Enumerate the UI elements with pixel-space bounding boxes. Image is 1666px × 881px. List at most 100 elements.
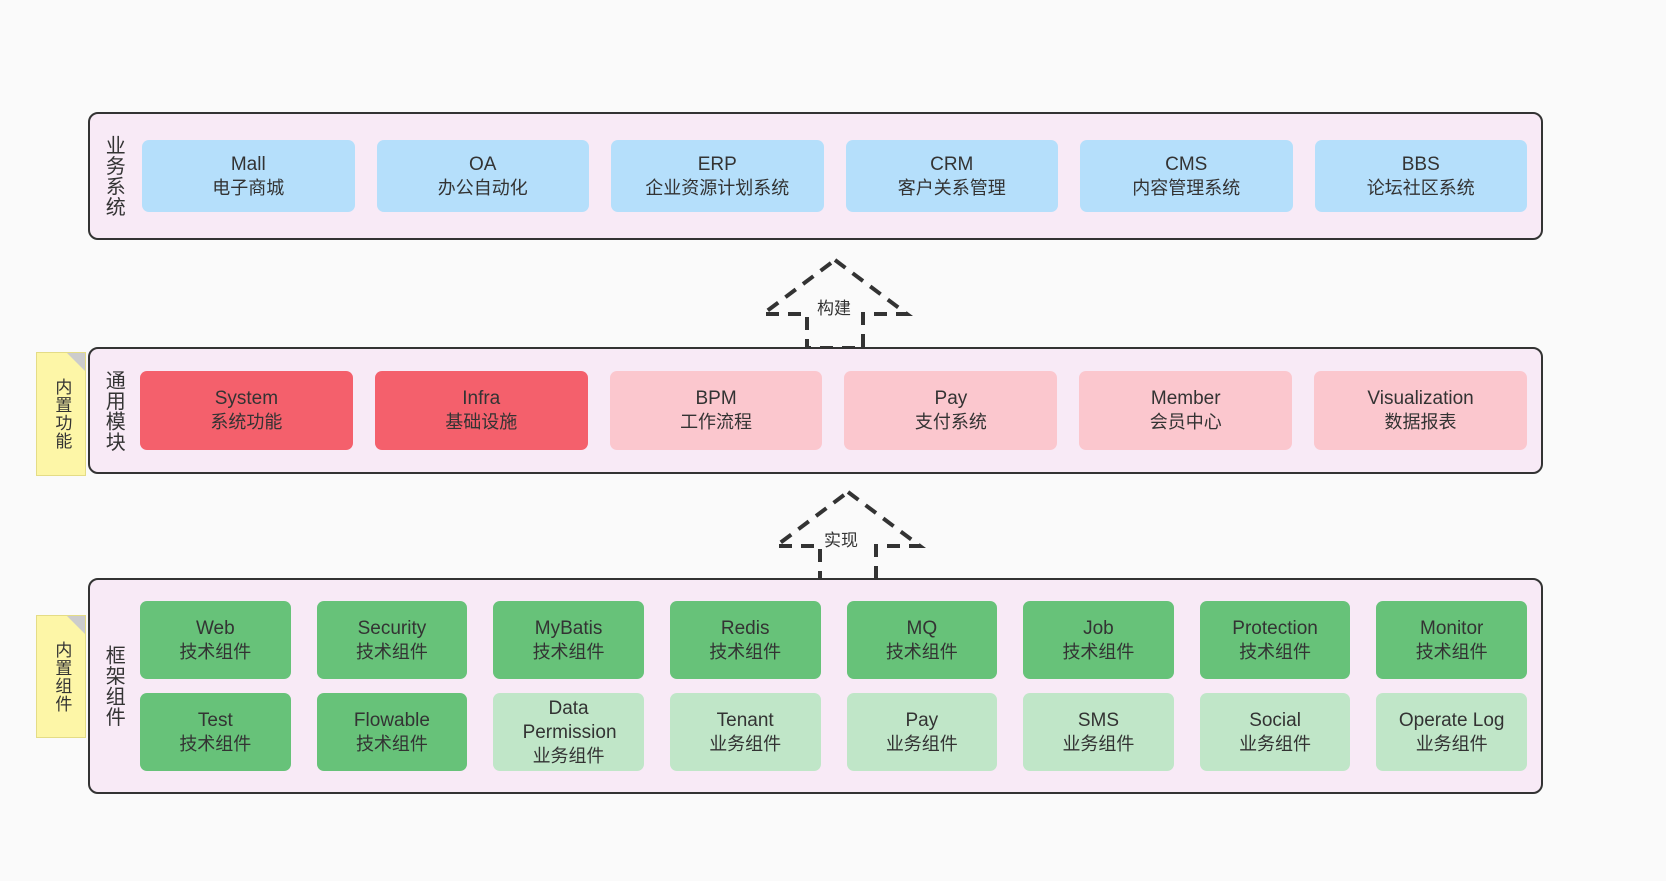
card-member[interactable]: Member 会员中心 [1079, 371, 1293, 450]
card-visualization-name: Visualization [1367, 388, 1474, 410]
layer-modules-body: System 系统功能 Infra 基础设施 BPM 工作流程 Pay 支付系统… [136, 349, 1541, 472]
card-job-name: Job [1083, 617, 1114, 639]
card-web-desc: 技术组件 [179, 641, 252, 662]
connector-implement-arrow: 实现 [768, 489, 928, 582]
card-mq[interactable]: MQ 技术组件 [846, 601, 998, 679]
card-pay-component-name: Pay [905, 709, 939, 731]
card-bbs[interactable]: BBS 论坛社区系统 [1314, 140, 1527, 212]
card-crm-name: CRM [930, 153, 974, 175]
card-sms-name: SMS [1077, 709, 1120, 731]
card-erp-desc: 企业资源计划系统 [645, 177, 790, 198]
card-pay-module-name: Pay [934, 388, 968, 410]
card-data-permission-name: Data Permission [522, 698, 617, 743]
card-pay-module[interactable]: Pay 支付系统 [844, 371, 1058, 450]
card-protection[interactable]: Protection 技术组件 [1199, 601, 1351, 679]
card-oa-name: OA [469, 153, 497, 175]
card-cms-desc: 内容管理系统 [1132, 177, 1241, 198]
note-builtin-components-text: 内置组件 [52, 640, 72, 713]
note-builtin-components: 内置组件 [36, 615, 86, 738]
generalization-arrow-shape [757, 257, 913, 350]
card-operate-log[interactable]: Operate Log 业务组件 [1376, 693, 1527, 771]
layer-business-label: 业务系统 [102, 135, 125, 217]
card-web[interactable]: Web 技术组件 [140, 601, 291, 679]
connector-implement-label: 实现 [824, 531, 858, 550]
card-monitor[interactable]: Monitor 技术组件 [1376, 601, 1527, 679]
card-monitor-name: Monitor [1420, 617, 1484, 639]
card-pay-component[interactable]: Pay 业务组件 [846, 693, 998, 771]
connector-build-arrow: 构建 [755, 257, 915, 350]
card-bbs-desc: 论坛社区系统 [1366, 177, 1475, 198]
layer-modules-label: 通用模块 [102, 369, 125, 452]
card-test-name: Test [197, 709, 233, 731]
card-mall-desc: 电子商城 [212, 177, 285, 198]
card-erp[interactable]: ERP 企业资源计划系统 [611, 140, 824, 212]
card-redis-desc: 技术组件 [709, 641, 782, 662]
card-bpm-name: BPM [695, 388, 737, 410]
card-infra[interactable]: Infra 基础设施 [374, 371, 588, 450]
card-protection-desc: 技术组件 [1239, 641, 1312, 662]
card-social[interactable]: Social 业务组件 [1199, 693, 1351, 771]
layer-framework-components: 框架组件 Web 技术组件 Security 技术组件 MyBatis 技术组件… [88, 578, 1543, 794]
card-cms-name: CMS [1165, 153, 1208, 175]
card-redis[interactable]: Redis 技术组件 [669, 601, 821, 679]
card-infra-name: Infra [462, 388, 501, 410]
card-data-permission[interactable]: Data Permission 业务组件 [493, 693, 644, 771]
card-mq-name: MQ [906, 617, 938, 639]
card-redis-name: Redis [720, 617, 770, 639]
card-protection-name: Protection [1232, 617, 1318, 639]
card-security-name: Security [357, 617, 427, 639]
card-system-name: System [214, 388, 279, 410]
card-erp-name: ERP [697, 153, 737, 175]
framework-biz-row: Test 技术组件 Flowable 技术组件 Data Permission … [140, 693, 1527, 771]
card-test-desc: 技术组件 [179, 733, 252, 754]
layer-business-systems: 业务系统 Mall 电子商城 OA 办公自动化 ERP 企业资源计划系统 CRM… [88, 112, 1543, 240]
card-flowable-desc: 技术组件 [355, 733, 428, 754]
card-social-name: Social [1249, 709, 1301, 731]
layer-common-modules: 通用模块 System 系统功能 Infra 基础设施 BPM 工作流程 Pay… [88, 347, 1543, 474]
card-cms[interactable]: CMS 内容管理系统 [1080, 140, 1293, 212]
card-visualization-desc: 数据报表 [1384, 412, 1457, 433]
card-flowable-name: Flowable [353, 709, 430, 731]
card-mybatis-desc: 技术组件 [532, 641, 605, 662]
card-operate-log-name: Operate Log [1398, 709, 1505, 731]
card-crm[interactable]: CRM 客户关系管理 [845, 140, 1058, 212]
card-sms-desc: 业务组件 [1062, 733, 1135, 754]
card-mybatis[interactable]: MyBatis 技术组件 [493, 601, 644, 679]
generalization-arrow-shape [770, 489, 926, 582]
card-mall[interactable]: Mall 电子商城 [142, 140, 355, 212]
card-mybatis-name: MyBatis [534, 617, 603, 639]
card-tenant[interactable]: Tenant 业务组件 [669, 693, 821, 771]
card-system-desc: 系统功能 [210, 412, 283, 433]
card-sms[interactable]: SMS 业务组件 [1023, 693, 1174, 771]
card-security-desc: 技术组件 [355, 641, 428, 662]
layer-framework-body: Web 技术组件 Security 技术组件 MyBatis 技术组件 Redi… [136, 580, 1541, 792]
card-member-name: Member [1150, 388, 1221, 410]
card-pay-component-desc: 业务组件 [885, 733, 958, 754]
card-job[interactable]: Job 技术组件 [1023, 601, 1174, 679]
connector-build-label: 构建 [817, 299, 851, 318]
card-oa[interactable]: OA 办公自动化 [376, 140, 589, 212]
card-tenant-name: Tenant [716, 709, 774, 731]
framework-tech-row: Web 技术组件 Security 技术组件 MyBatis 技术组件 Redi… [140, 601, 1527, 679]
card-system[interactable]: System 系统功能 [140, 371, 353, 450]
card-oa-desc: 办公自动化 [437, 177, 528, 198]
card-member-desc: 会员中心 [1149, 412, 1222, 433]
note-builtin-features-text: 内置功能 [52, 378, 72, 450]
modules-card-row: System 系统功能 Infra 基础设施 BPM 工作流程 Pay 支付系统… [140, 371, 1527, 450]
card-bpm[interactable]: BPM 工作流程 [609, 371, 823, 450]
card-bpm-desc: 工作流程 [680, 412, 753, 433]
card-flowable[interactable]: Flowable 技术组件 [316, 693, 468, 771]
card-test[interactable]: Test 技术组件 [140, 693, 291, 771]
card-web-name: Web [195, 617, 235, 639]
card-mall-name: Mall [230, 153, 266, 175]
card-monitor-desc: 技术组件 [1415, 641, 1488, 662]
card-mq-desc: 技术组件 [885, 641, 958, 662]
card-bbs-name: BBS [1401, 153, 1440, 175]
card-visualization[interactable]: Visualization 数据报表 [1314, 371, 1527, 450]
card-pay-module-desc: 支付系统 [914, 412, 987, 433]
note-builtin-features: 内置功能 [36, 352, 86, 476]
card-security[interactable]: Security 技术组件 [316, 601, 468, 679]
business-card-row: Mall 电子商城 OA 办公自动化 ERP 企业资源计划系统 CRM 客户关系… [142, 140, 1527, 212]
card-social-desc: 业务组件 [1239, 733, 1312, 754]
